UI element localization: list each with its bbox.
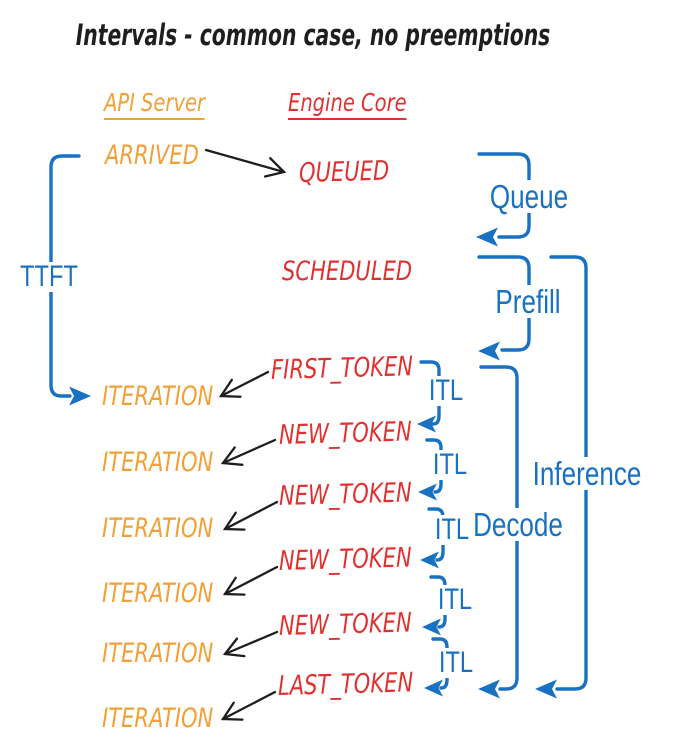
interval-label-itl-3: ITL — [432, 515, 472, 545]
interval-label-inference: Inference — [530, 457, 644, 490]
arrow-new-token-2-to-iteration — [222, 500, 279, 531]
interval-label-queue: Queue — [487, 180, 571, 213]
event-new-token-1: NEW_TOKEN — [278, 416, 412, 451]
event-new-token-3: NEW_TOKEN — [278, 542, 412, 577]
interval-label-itl-1: ITL — [426, 376, 466, 406]
itl-arrowhead-4 — [422, 618, 441, 636]
itl-arrowhead-2 — [418, 483, 437, 501]
inference-arrowhead — [535, 679, 557, 699]
diagram-title: Intervals - common case, no preemptions — [75, 18, 551, 52]
interval-label-itl-2: ITL — [430, 450, 470, 480]
event-iteration-4: ITERATION — [102, 578, 214, 609]
itl-arrowhead-5 — [424, 679, 443, 697]
itl-arrowhead-3 — [420, 551, 439, 569]
interval-label-itl-4: ITL — [435, 585, 475, 615]
itl-bracket-2 — [425, 438, 443, 494]
itl-arrowhead-1 — [417, 415, 436, 433]
interval-label-decode: Decode — [470, 508, 566, 541]
prefill-arrowhead — [478, 341, 500, 361]
api-server-header: API Server — [104, 90, 205, 120]
queue-arrowhead — [476, 227, 498, 247]
event-new-token-4: NEW_TOKEN — [278, 607, 412, 642]
interval-label-itl-5: ITL — [436, 648, 476, 678]
interval-label-ttft: TTFT — [17, 262, 81, 292]
event-arrived: ARRIVED — [105, 140, 199, 171]
event-iteration-5: ITERATION — [102, 638, 214, 669]
arrow-last-token-to-iteration — [220, 690, 277, 721]
engine-core-header: Engine Core — [288, 90, 407, 120]
event-queued: QUEUED — [298, 155, 390, 189]
event-last-token: LAST_TOKEN — [277, 667, 414, 702]
event-scheduled: SCHEDULED — [282, 256, 413, 287]
decode-arrowhead — [478, 679, 500, 699]
event-first-token: FIRST_TOKEN — [270, 351, 414, 386]
itl-bracket-5 — [431, 637, 449, 690]
arrow-new-token-1-to-iteration — [220, 438, 277, 466]
interval-label-prefill: Prefill — [493, 285, 563, 318]
arrow-first-token-to-iteration — [218, 370, 270, 398]
arrow-new-token-3-to-iteration — [222, 565, 279, 596]
event-iteration-2: ITERATION — [102, 447, 214, 478]
event-new-token-2: NEW_TOKEN — [278, 477, 412, 512]
ttft-arrowhead — [69, 386, 91, 406]
itl-bracket-1 — [419, 360, 441, 426]
event-iteration-3: ITERATION — [102, 513, 214, 544]
event-iteration-6: ITERATION — [102, 703, 214, 734]
arrow-arrived-to-queued — [204, 148, 287, 178]
event-iteration-1: ITERATION — [102, 381, 214, 412]
arrow-new-token-4-to-iteration — [222, 630, 279, 658]
